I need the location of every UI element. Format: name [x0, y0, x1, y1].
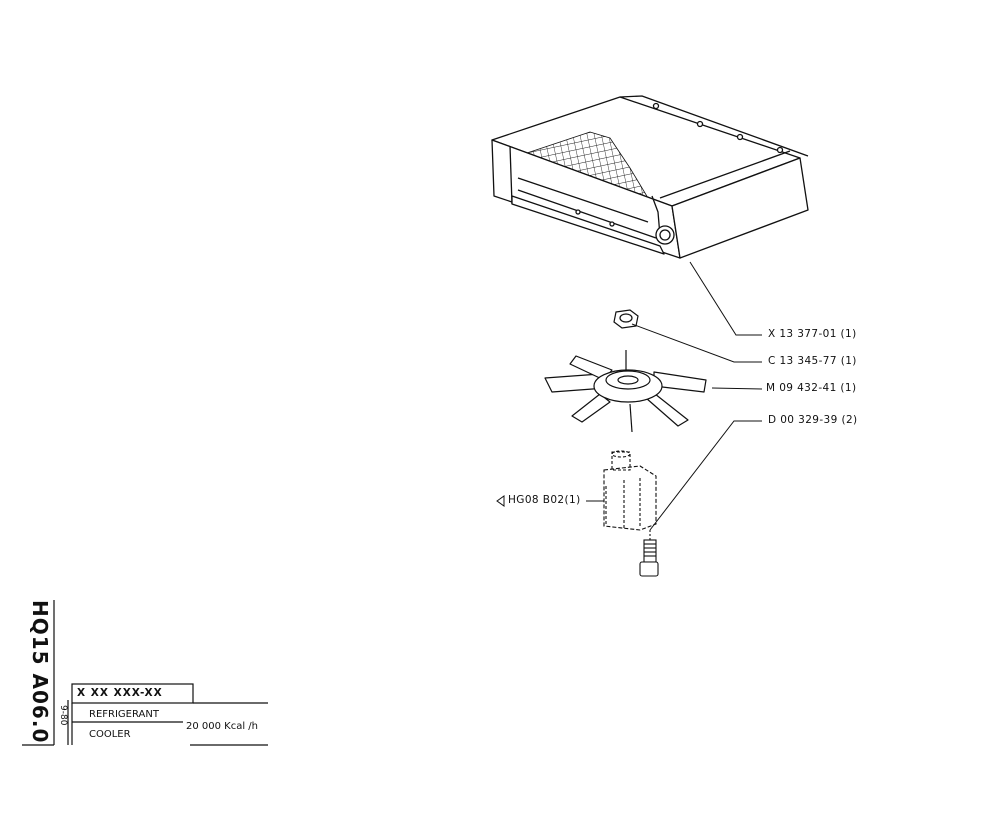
- sheet-date: 9-80: [58, 705, 68, 726]
- callout-nut-part-number: C 13 345-77 (1): [768, 355, 857, 367]
- capacity-spec: 20 000 Kcal /h: [186, 721, 259, 732]
- sheet-code: HQ15 A06.0: [22, 600, 52, 745]
- sheet-code-text: HQ15 A06.0: [28, 600, 52, 744]
- callout-cooler-part-number: X 13 377-01 (1): [768, 328, 857, 340]
- leader-lines: [586, 261, 763, 531]
- cooler-unit: [491, 95, 809, 259]
- callout-hub-reference: HG08 B02(1): [508, 494, 581, 506]
- title-line-2: COOLER: [89, 729, 131, 740]
- title-line-1: REFRIGERANT: [89, 709, 159, 720]
- title-block-frame: [22, 600, 268, 746]
- part-number-pattern: X XX XXX-XX: [77, 687, 163, 699]
- fan: [544, 350, 707, 433]
- callout-screw-part-number: D 00 329-39 (2): [768, 414, 858, 426]
- hub: [603, 450, 657, 531]
- nut: [613, 309, 639, 329]
- screw: [639, 530, 659, 577]
- reference-triangle-icon: [496, 495, 505, 507]
- callout-fan-part-number: M 09 432-41 (1): [766, 382, 857, 394]
